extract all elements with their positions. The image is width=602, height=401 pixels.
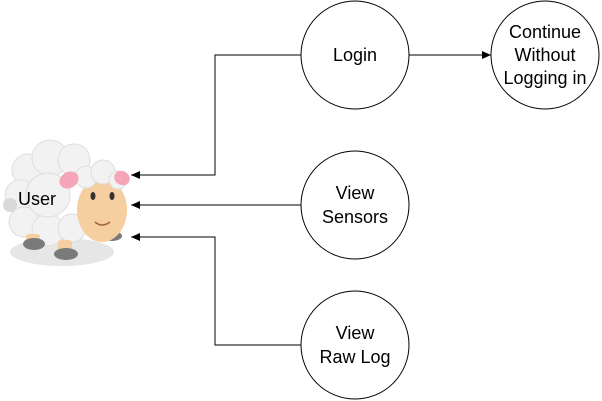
node-login-circle	[300, 0, 410, 110]
node-view-raw-log-label-line-2: Raw Log	[319, 347, 390, 367]
node-view-sensors-label-line-2: Sensors	[322, 207, 388, 227]
node-view-sensors-label-line-1: View	[336, 183, 376, 203]
node-continue-circle	[490, 0, 600, 110]
node-view-raw-log-label-line-1: View	[336, 323, 376, 343]
node-view-sensors-circle	[300, 150, 410, 260]
edge-view-raw-log-to-user	[131, 233, 301, 346]
actor-label-user: User	[18, 189, 56, 209]
node-login-label: Login	[333, 45, 377, 65]
node-login: Login	[300, 0, 410, 110]
edges	[131, 51, 491, 346]
node-continue-label-line-3: Logging in	[503, 68, 586, 88]
edge-login-to-user	[131, 54, 301, 179]
node-view-raw-log: View Raw Log	[300, 290, 410, 400]
sheep-face	[77, 178, 127, 242]
node-continue-label-line-2: Without	[514, 45, 575, 65]
sheep-icon: User	[3, 139, 130, 266]
node-view-raw-log-circle	[300, 290, 410, 400]
node-view-sensors: View Sensors	[300, 150, 410, 260]
node-continue-without-logging-in: Continue Without Logging in	[490, 0, 600, 110]
node-continue-label-line-1: Continue	[509, 22, 581, 42]
